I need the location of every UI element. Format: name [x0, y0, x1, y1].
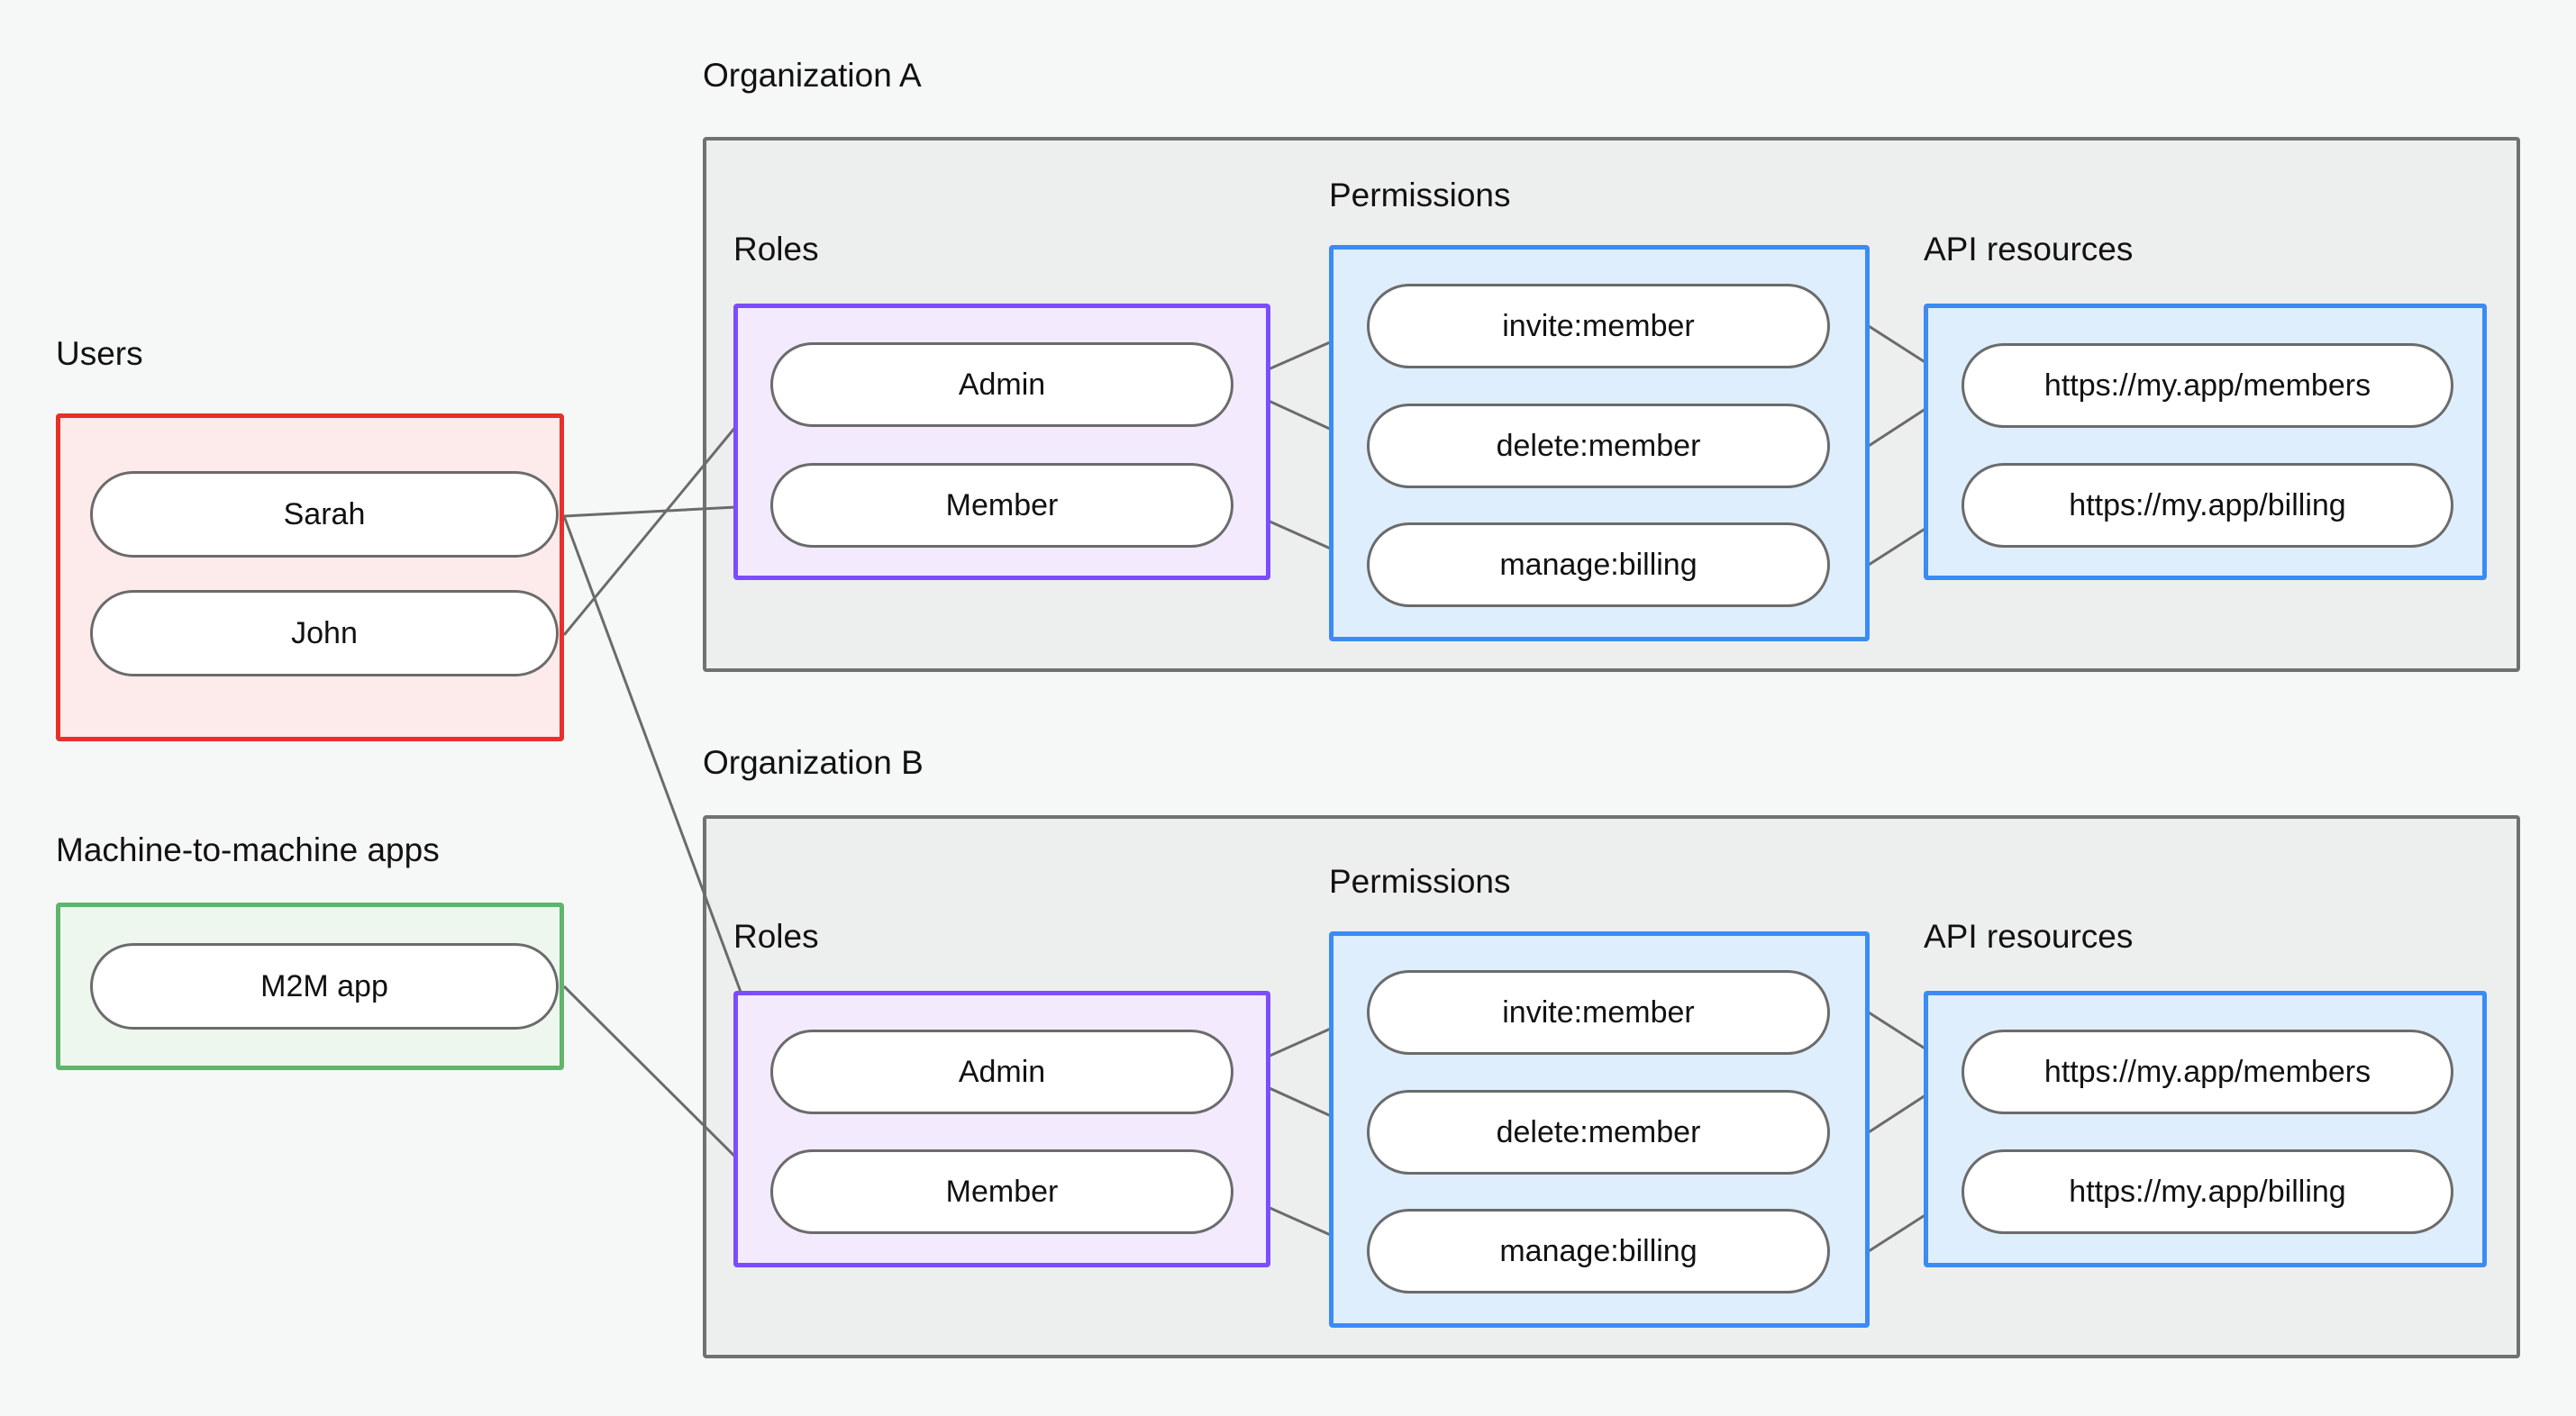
- org-b-role-pill-admin[interactable]: Admin: [770, 1030, 1233, 1114]
- org-b-api-resources-label: API resources: [1924, 918, 2134, 955]
- org-a-api-pill-members[interactable]: https://my.app/members: [1962, 343, 2453, 428]
- org-a-permissions-label: Permissions: [1329, 177, 1511, 213]
- org-a-title: Organization A: [703, 57, 922, 94]
- org-a-api-pill-billing[interactable]: https://my.app/billing: [1962, 463, 2453, 548]
- org-a-permission-pill-billing[interactable]: manage:billing: [1367, 522, 1830, 607]
- org-b-permission-pill-delete[interactable]: delete:member: [1367, 1090, 1830, 1175]
- org-a-api-label-billing: https://my.app/billing: [2069, 487, 2346, 522]
- org-a-role-pill-member[interactable]: Member: [770, 463, 1233, 548]
- user-pill-sarah[interactable]: Sarah: [90, 471, 559, 558]
- org-b-permission-label-billing: manage:billing: [1499, 1233, 1698, 1268]
- user-pill-john[interactable]: John: [90, 590, 559, 676]
- org-b-role-label-admin: Admin: [958, 1054, 1046, 1089]
- org-b-permissions-label: Permissions: [1329, 863, 1511, 900]
- user-label-john: John: [291, 615, 358, 650]
- org-b-permission-pill-invite[interactable]: invite:member: [1367, 970, 1830, 1055]
- org-b-role-pill-member[interactable]: Member: [770, 1149, 1233, 1234]
- m2m-group-label: Machine-to-machine apps: [56, 831, 440, 868]
- org-b-roles-label: Roles: [733, 918, 819, 955]
- org-a-permission-label-billing: manage:billing: [1499, 547, 1698, 582]
- org-b-api-label-members: https://my.app/members: [2044, 1054, 2371, 1089]
- users-group-label: Users: [56, 335, 143, 372]
- org-a-permission-pill-invite[interactable]: invite:member: [1367, 284, 1830, 368]
- user-label-sarah: Sarah: [283, 496, 366, 531]
- org-b-title: Organization B: [703, 744, 924, 781]
- org-a-permission-label-invite: invite:member: [1502, 308, 1695, 343]
- org-a-role-pill-admin[interactable]: Admin: [770, 342, 1233, 427]
- org-a-role-label-admin: Admin: [958, 367, 1046, 402]
- org-b-permission-label-invite: invite:member: [1502, 994, 1695, 1030]
- org-a-roles-label: Roles: [733, 231, 819, 268]
- org-a-permission-pill-delete[interactable]: delete:member: [1367, 404, 1830, 488]
- m2m-pill-app[interactable]: M2M app: [90, 943, 559, 1030]
- m2m-label-app: M2M app: [260, 968, 388, 1003]
- org-b-api-pill-members[interactable]: https://my.app/members: [1962, 1030, 2453, 1114]
- users-container: [56, 413, 564, 741]
- org-b-api-label-billing: https://my.app/billing: [2069, 1174, 2346, 1209]
- org-b-permission-label-delete: delete:member: [1496, 1114, 1701, 1149]
- org-b-role-label-member: Member: [945, 1174, 1059, 1209]
- org-a-api-resources-label: API resources: [1924, 231, 2134, 268]
- org-b-api-pill-billing[interactable]: https://my.app/billing: [1962, 1149, 2453, 1234]
- org-a-api-label-members: https://my.app/members: [2044, 368, 2371, 403]
- org-a-role-label-member: Member: [945, 487, 1059, 522]
- org-b-permission-pill-billing[interactable]: manage:billing: [1367, 1209, 1830, 1293]
- org-a-permission-label-delete: delete:member: [1496, 428, 1701, 463]
